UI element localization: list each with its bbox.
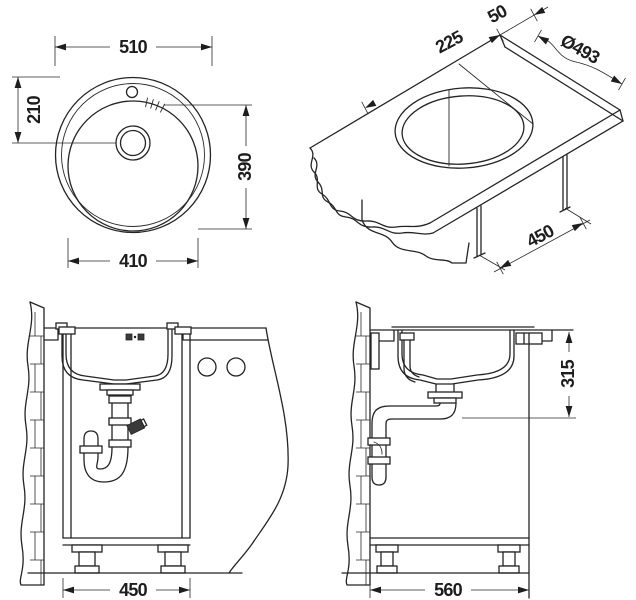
- broken-edge-front: [228, 327, 289, 574]
- dim-label-315: 315: [558, 359, 578, 387]
- brick-wall-front: [19, 301, 45, 586]
- side-section-view: 315 560: [341, 301, 579, 600]
- dimension-410: 410: [67, 238, 199, 271]
- dimension-560: 560: [369, 580, 529, 600]
- dim-label-450-front: 450: [119, 580, 147, 600]
- cabinet-leg: [375, 544, 399, 574]
- dim-label-390: 390: [235, 152, 255, 180]
- dimension-cutout-diameter: Ø493: [534, 29, 626, 91]
- overflow-mark: [125, 333, 145, 341]
- dimension-390: 390: [164, 104, 256, 230]
- dim-label-560: 560: [434, 580, 462, 600]
- cabinet-front: [27, 326, 243, 574]
- dimension-450-front: 450: [62, 578, 191, 600]
- cabinet-leg: [71, 544, 103, 574]
- dim-label-410: 410: [119, 251, 147, 271]
- dim-label-510: 510: [119, 37, 147, 57]
- dim-label-210: 210: [24, 95, 44, 123]
- dim-label-450-iso: 450: [523, 220, 557, 251]
- isometric-view: 225 50 Ø493 450: [309, 0, 626, 275]
- broken-front-panel: [361, 199, 470, 264]
- cabinet-side: [341, 332, 530, 599]
- knockout-hole: [197, 357, 217, 377]
- worktop-front: [43, 322, 289, 574]
- sink-outline: [54, 76, 212, 234]
- dimension-450-iso: 450: [478, 207, 592, 275]
- dim-label-493: Ø493: [557, 30, 603, 68]
- trap-cap-side: [371, 476, 387, 486]
- support-panels: [473, 154, 571, 259]
- cabinet-leg: [497, 544, 521, 574]
- tap-hole: [125, 85, 139, 99]
- cutout-tangent-line: [458, 63, 534, 125]
- dim-label-50: 50: [484, 0, 510, 27]
- sink-bowl-front: [61, 329, 173, 385]
- knockout-hole: [226, 357, 246, 377]
- top-view: 510 210 390 410: [12, 36, 256, 271]
- dishwasher-branch: [126, 418, 148, 436]
- dimension-210: 210: [12, 76, 116, 144]
- front-section-view: 450: [19, 301, 289, 600]
- drain-trap-front: [79, 383, 148, 483]
- overflow-cap: [399, 332, 415, 341]
- sink-bowl-side: [397, 329, 515, 393]
- broken-edge-bottom: [313, 157, 434, 235]
- cutout: [394, 63, 534, 169]
- drain-pipe-side: [367, 391, 463, 486]
- overflow-pipe: [403, 339, 416, 383]
- worktop-slab: [309, 34, 624, 264]
- dim-label-225: 225: [432, 26, 466, 57]
- trap-cap: [83, 430, 99, 447]
- wall-rail: [370, 332, 380, 370]
- drain-hole: [115, 125, 151, 161]
- brick-wall-side: [345, 301, 371, 586]
- cabinet-leg: [157, 544, 189, 574]
- dimension-510: 510: [54, 36, 213, 66]
- dimension-315: 315: [462, 332, 579, 419]
- broken-edge-top: [309, 147, 431, 228]
- overflow-ticks: [145, 97, 166, 113]
